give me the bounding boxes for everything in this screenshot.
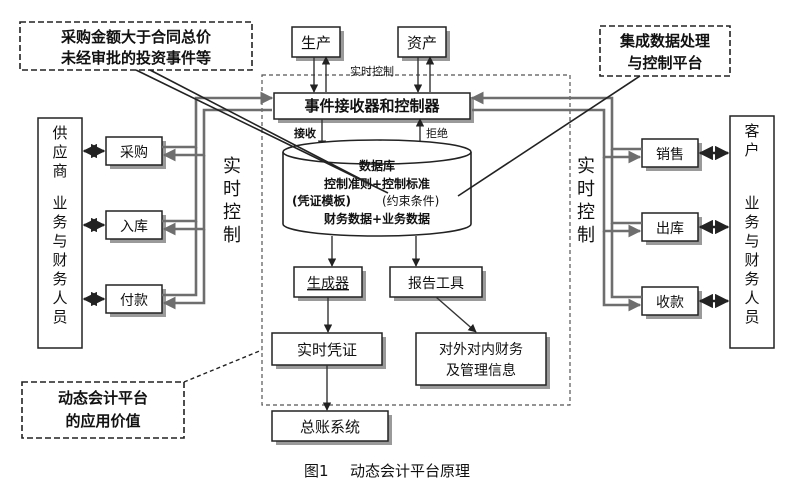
svg-text:务: 务	[744, 213, 759, 231]
assets-label: 资产	[407, 34, 437, 52]
supplier-box	[37, 117, 83, 349]
right-realtime-control-label: 实 时 控 制	[577, 156, 595, 246]
supplier-label: 供 应 商	[52, 124, 67, 180]
svg-text:控: 控	[577, 202, 595, 223]
svg-text:财: 财	[52, 251, 67, 269]
financial-info-box	[415, 332, 547, 386]
svg-text:人: 人	[744, 289, 759, 307]
right-staff-label: 业 务 与 财 务 人 员	[744, 194, 759, 326]
svg-text:务: 务	[52, 213, 67, 231]
generator-label: 生成器	[307, 276, 349, 292]
customer-label: 客 户	[744, 122, 759, 159]
svg-text:商: 商	[52, 162, 67, 180]
customer-box	[729, 115, 775, 349]
svg-text:务: 务	[744, 270, 759, 288]
svg-text:供: 供	[52, 124, 67, 142]
database-data-line: 财务数据+业务数据	[323, 211, 430, 226]
svg-text:实: 实	[223, 156, 241, 177]
production-box	[291, 26, 341, 58]
event-receiver-box	[273, 92, 471, 120]
left-control-bus	[162, 91, 274, 310]
production-label: 生产	[301, 34, 331, 52]
report-tool-label: 报告工具	[408, 276, 464, 292]
receipt-box	[641, 286, 699, 316]
left-callout-box	[19, 21, 253, 71]
left-callout-pointer	[149, 69, 375, 187]
financial-info-line1: 对外对内财务	[439, 342, 523, 358]
right-callout-line2: 与控制平台	[627, 54, 702, 72]
bottom-callout-line2: 的应用价值	[65, 412, 140, 430]
platform-boundary	[261, 74, 571, 406]
svg-text:员: 员	[52, 308, 67, 326]
sales-box	[641, 138, 699, 168]
svg-text:实: 实	[577, 156, 595, 177]
right-callout-line1: 集成数据处理	[619, 32, 710, 50]
receive-label: 接收	[294, 126, 316, 140]
right-control-bus	[470, 91, 642, 312]
sales-label: 销售	[656, 147, 684, 163]
left-staff-label: 业 务 与 财 务 人 员	[52, 194, 67, 326]
bottom-callout-line1: 动态会计平台	[58, 389, 148, 407]
payment-box	[105, 284, 163, 314]
report-tool-box	[389, 266, 483, 298]
database-rule-line: 控制准则+控制标准	[324, 176, 430, 191]
svg-text:与: 与	[52, 232, 67, 250]
svg-text:与: 与	[744, 232, 759, 250]
stock-in-box	[105, 210, 163, 240]
svg-text:时: 时	[223, 179, 241, 200]
purchase-label: 采购	[120, 145, 148, 161]
left-callout-line2: 未经审批的投资事件等	[60, 49, 211, 67]
database-constraints: (约束条件)	[382, 193, 439, 208]
svg-text:人: 人	[52, 289, 67, 307]
caption-title: 动态会计平台原理	[350, 462, 470, 480]
svg-text:制: 制	[577, 225, 595, 246]
right-callout-box	[599, 25, 731, 77]
reject-label: 拒绝	[426, 126, 448, 140]
svg-text:业: 业	[744, 194, 759, 212]
purchase-box	[105, 136, 163, 166]
stock-in-label: 入库	[120, 219, 148, 235]
left-callout-line1: 采购金额大于合同总价	[60, 28, 212, 46]
database-cylinder	[282, 139, 472, 237]
bottom-left-callout-box	[21, 381, 185, 439]
bottom-callout-pointer	[183, 349, 263, 383]
financial-info-line2: 及管理信息	[446, 362, 516, 379]
realtime-voucher-label: 实时凭证	[297, 341, 357, 359]
svg-text:务: 务	[52, 270, 67, 288]
caption-label: 图1	[304, 462, 329, 480]
left-realtime-control-label: 实 时 控 制	[223, 156, 241, 246]
svg-text:客: 客	[744, 122, 759, 140]
svg-text:户: 户	[744, 141, 759, 159]
svg-text:员: 员	[744, 308, 759, 326]
svg-text:控: 控	[223, 202, 241, 223]
stock-out-label: 出库	[656, 221, 684, 237]
generator-box	[293, 266, 363, 298]
svg-text:时: 时	[577, 179, 595, 200]
general-ledger-box	[271, 410, 389, 442]
right-callout-pointer	[457, 75, 641, 197]
database-voucher-template: (凭证模板)	[292, 193, 351, 208]
svg-text:应: 应	[52, 143, 67, 161]
stock-out-box	[641, 212, 699, 242]
payment-label: 付款	[120, 293, 148, 309]
svg-text:制: 制	[223, 225, 241, 246]
realtime-control-top-label: 实时控制	[350, 64, 394, 78]
assets-box	[397, 26, 447, 58]
receipt-label: 收款	[656, 295, 684, 311]
general-ledger-label: 总账系统	[300, 418, 360, 436]
database-title: 数据库	[359, 158, 395, 173]
svg-text:业: 业	[52, 194, 67, 212]
svg-text:财: 财	[744, 251, 759, 269]
event-receiver-label: 事件接收器和控制器	[304, 97, 440, 115]
